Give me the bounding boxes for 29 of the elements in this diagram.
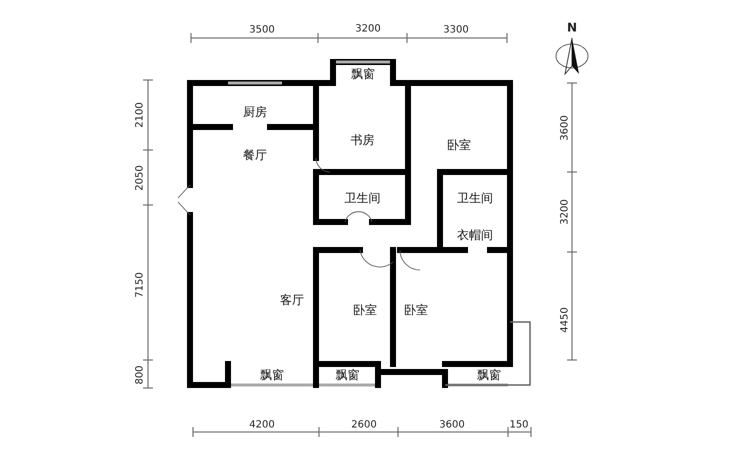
dimension: 3200: [355, 24, 381, 34]
dimension: 3300: [443, 24, 469, 36]
room-name: 飘窗: [334, 368, 360, 382]
room-name: 客厅: [279, 293, 305, 307]
room-name: 卫生间: [456, 191, 494, 205]
room-name: 书房: [350, 133, 376, 147]
dimension: 800: [134, 365, 146, 385]
north-label: N: [566, 22, 578, 34]
room-name: 餐厅: [242, 148, 268, 162]
dimension: 2050: [134, 165, 146, 191]
dimension: 3500: [249, 24, 275, 36]
dimension: 3200: [560, 199, 570, 225]
room-name: 厨房: [242, 105, 268, 119]
room-name: 飘窗: [476, 368, 502, 382]
dimension: 7150: [134, 272, 146, 298]
room-name: 卧室: [403, 303, 429, 317]
dimension: 3600: [439, 420, 465, 430]
dimension: 3600: [560, 115, 570, 141]
dimension: 4450: [560, 307, 570, 333]
dimension: 150: [509, 420, 529, 430]
room-name: 卫生间: [344, 191, 382, 205]
dimension: 4200: [249, 420, 275, 430]
room-name: 卧室: [352, 303, 378, 317]
room-name: 飘窗: [350, 67, 376, 81]
dimension: 2600: [351, 420, 377, 430]
room-name: 飘窗: [259, 368, 285, 382]
dimension: 2100: [134, 102, 146, 128]
room-name: 卧室: [446, 138, 472, 152]
room-name: 衣帽间: [456, 228, 494, 242]
